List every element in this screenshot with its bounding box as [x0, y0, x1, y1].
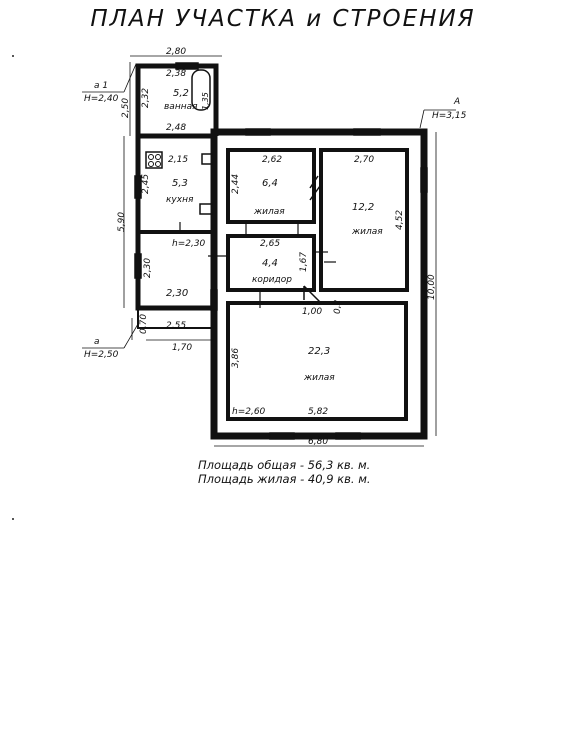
dim-5-90: 5,90: [117, 212, 127, 232]
corridor-walls: [226, 234, 316, 292]
dim-10-00: 10,00: [427, 274, 437, 300]
living-area: Площадь жилая - 40,9 кв. м.: [198, 472, 371, 486]
dim-0-2: 0,2: [333, 299, 343, 314]
dim-2-38: 2,38: [166, 69, 186, 79]
dim-2-32: 2,32: [141, 88, 151, 108]
kitchen-area: 5,3: [172, 178, 188, 189]
dim-0-70: 0,70: [139, 314, 149, 334]
room-22-3-label: жилая: [303, 373, 335, 383]
dim-1-67: 1,67: [299, 252, 309, 272]
dim-1-35: 1,35: [201, 92, 210, 110]
marker-a-height: H=2,50: [84, 350, 119, 360]
room-12-2-label: жилая: [351, 227, 383, 237]
plan-title: ПЛАН УЧАСТКА и СТРОЕНИЯ: [90, 6, 476, 32]
kitchen-fixture-icon: [199, 203, 213, 215]
dim-2-44: 2,44: [231, 174, 241, 194]
dim-6-80: 6,80: [308, 437, 328, 447]
stove-icon: [145, 151, 163, 169]
room-12-2-area: 12,2: [352, 202, 374, 213]
area-summary: Площадь общая - 56,3 кв. м. Площадь жила…: [198, 458, 371, 486]
dim-2-30: 2,30: [143, 258, 153, 278]
marker-a: a: [94, 337, 100, 347]
marker-A-height: H=3,15: [432, 111, 467, 121]
dim-2-15: 2,15: [168, 155, 188, 165]
bath-label: ванная: [164, 102, 198, 112]
dim-4-52: 4,52: [395, 210, 405, 230]
dim-1-00: 1,00: [302, 307, 322, 317]
bathtub-icon: [191, 69, 211, 111]
dim-2-65: 2,65: [260, 239, 280, 249]
dim-3-86: 3,86: [231, 348, 241, 368]
dim-2-55: 2,55: [166, 321, 186, 331]
dim-2-45: 2,45: [141, 174, 151, 194]
sink-icon: [201, 153, 213, 165]
marker-A: A: [453, 97, 460, 107]
veranda-area: 2,30: [166, 288, 188, 299]
room-22-3-height: h=2,60: [232, 407, 266, 417]
dim-5-82: 5,82: [308, 407, 328, 417]
corridor-label: коридор: [252, 275, 292, 285]
dim-2-50: 2,50: [121, 98, 131, 118]
room-6-4-label: жилая: [253, 207, 285, 217]
total-area: Площадь общая - 56,3 кв. м.: [198, 458, 371, 472]
stove-chimney-icon: [309, 175, 321, 201]
veranda-height: h=2,30: [172, 239, 206, 249]
room-6-4-area: 6,4: [262, 178, 278, 189]
bath-area: 5,2: [173, 88, 189, 99]
main-house-walls: [210, 128, 428, 440]
dim-2-80: 2,80: [166, 47, 186, 57]
margin-dot: [12, 55, 14, 57]
marker-a1-height: H=2,40: [84, 94, 119, 104]
porch: [137, 307, 213, 329]
room-12-2-walls: [319, 148, 409, 292]
windows: [134, 62, 428, 440]
marker-a1: a 1: [94, 81, 108, 91]
stair-icon: [303, 285, 323, 305]
corridor-area: 4,4: [262, 258, 278, 269]
room-22-3-area: 22,3: [308, 346, 330, 357]
room-22-3-walls: [226, 301, 408, 421]
margin-dot: [12, 518, 14, 520]
dim-2-70: 2,70: [354, 155, 374, 165]
dim-2-62: 2,62: [262, 155, 282, 165]
dim-1-70: 1,70: [172, 343, 192, 353]
room-6-4-walls: [226, 148, 316, 224]
bath-walls: [135, 63, 219, 139]
kitchen-label: кухня: [166, 195, 194, 205]
dim-2-48: 2,48: [166, 123, 186, 133]
